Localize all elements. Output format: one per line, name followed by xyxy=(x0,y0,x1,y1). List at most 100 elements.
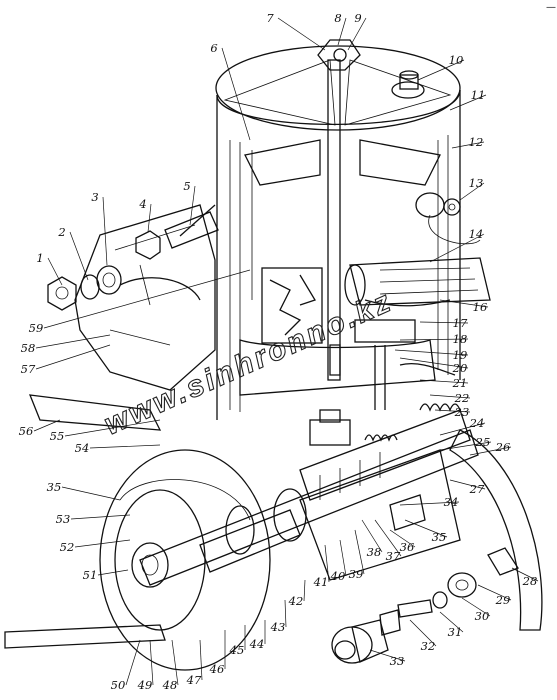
leader-line-31 xyxy=(439,611,464,633)
callout-36: 36 xyxy=(400,540,415,554)
leader-line-8 xyxy=(337,17,347,46)
leader-line-11 xyxy=(449,94,487,111)
callout-28: 28 xyxy=(522,574,538,588)
callout-12: 12 xyxy=(469,135,484,149)
leader-line-16 xyxy=(439,299,489,308)
leader-line-27 xyxy=(449,479,486,490)
callout-41: 41 xyxy=(313,575,329,589)
callout-45: 45 xyxy=(229,643,245,657)
leader-line-37 xyxy=(374,519,402,557)
callout-17: 17 xyxy=(453,316,468,330)
leader-line-21 xyxy=(419,379,469,384)
leader-line-20 xyxy=(399,357,469,369)
leader-line-35 xyxy=(404,519,448,538)
callout-25: 25 xyxy=(475,435,491,449)
leader-line-12 xyxy=(451,141,485,149)
callout-2: 2 xyxy=(57,225,65,239)
leader-line-35 xyxy=(61,486,121,501)
callout-55: 55 xyxy=(50,429,65,443)
callout-13: 13 xyxy=(469,176,484,190)
leader-line-2 xyxy=(69,231,89,281)
lower-body xyxy=(239,319,456,410)
callout-9: 9 xyxy=(354,11,361,25)
callout-47: 47 xyxy=(186,673,202,687)
leader-line-18 xyxy=(399,338,469,341)
leader-line-49 xyxy=(149,639,154,686)
callout-59: 59 xyxy=(29,321,44,335)
callout-6: 6 xyxy=(210,41,217,55)
callout-56: 56 xyxy=(19,424,34,438)
corner-mark: — xyxy=(546,2,556,13)
leader-line-19 xyxy=(394,349,469,356)
callout-34: 34 xyxy=(444,495,459,509)
leader-line-55 xyxy=(64,419,161,437)
callout-5: 5 xyxy=(183,179,190,193)
leader-line-36 xyxy=(389,529,416,548)
callout-43: 43 xyxy=(270,620,286,634)
callout-20: 20 xyxy=(452,361,468,375)
leader-line-56 xyxy=(33,419,61,432)
leader-line-29 xyxy=(477,584,512,601)
callout-19: 19 xyxy=(453,348,468,362)
leader-line-26 xyxy=(469,446,512,456)
callout-31: 31 xyxy=(448,625,463,639)
callout-18: 18 xyxy=(453,332,468,346)
callout-39: 39 xyxy=(349,567,364,581)
callout-24: 24 xyxy=(469,416,485,430)
leader-line-38 xyxy=(361,519,383,553)
leader-line-48 xyxy=(171,639,179,686)
drive-shaft xyxy=(139,403,479,586)
leader-line-40 xyxy=(339,539,347,577)
leader-line-25 xyxy=(439,441,492,451)
leader-line-7 xyxy=(277,17,326,51)
leader-line-54 xyxy=(89,444,161,449)
callout-57: 57 xyxy=(21,362,36,376)
leader-line-1 xyxy=(47,257,63,286)
callout-11: 11 xyxy=(471,88,486,102)
callout-46: 46 xyxy=(209,662,225,676)
exploded-fitting xyxy=(331,547,519,664)
callout-40: 40 xyxy=(330,569,346,583)
leader-line-28 xyxy=(511,567,539,582)
leader-line-57 xyxy=(35,344,111,370)
leader-line-4 xyxy=(147,203,152,233)
leader-line-34 xyxy=(399,501,460,506)
callout-22: 22 xyxy=(454,391,470,405)
callout-29: 29 xyxy=(495,593,511,607)
drive-belt xyxy=(4,394,166,649)
callout-30: 30 xyxy=(475,609,490,623)
callout-1: 1 xyxy=(36,251,43,265)
leader-line-22 xyxy=(429,394,471,399)
leader-line-39 xyxy=(354,529,365,575)
gear-casing xyxy=(299,429,543,631)
callout-54: 54 xyxy=(75,441,90,455)
leader-line-5 xyxy=(189,185,196,226)
callout-21: 21 xyxy=(452,376,468,390)
callout-26: 26 xyxy=(495,440,511,454)
leader-line-41 xyxy=(324,544,330,583)
leader-line-6 xyxy=(221,47,251,141)
filter-element xyxy=(261,267,323,344)
leader-line-14 xyxy=(429,233,485,263)
leader-line-10 xyxy=(417,59,465,81)
callout-32: 32 xyxy=(421,639,436,653)
leader-line-53 xyxy=(70,514,131,520)
callout-52: 52 xyxy=(60,540,75,554)
callout-3: 3 xyxy=(91,190,98,204)
callout-37: 37 xyxy=(386,549,401,563)
leader-line-17 xyxy=(419,321,469,324)
leader-line-33 xyxy=(369,649,406,662)
callout-50: 50 xyxy=(111,678,126,692)
callout-8: 8 xyxy=(334,11,341,25)
leader-line-13 xyxy=(459,182,485,201)
callout-53: 53 xyxy=(56,512,71,526)
callout-44: 44 xyxy=(249,637,265,651)
callout-58: 58 xyxy=(21,341,36,355)
callout-7: 7 xyxy=(266,11,274,25)
mounting-bracket xyxy=(74,204,216,391)
leader-line-9 xyxy=(347,17,367,51)
callout-16: 16 xyxy=(473,300,488,314)
housing-cylinder xyxy=(215,39,481,420)
